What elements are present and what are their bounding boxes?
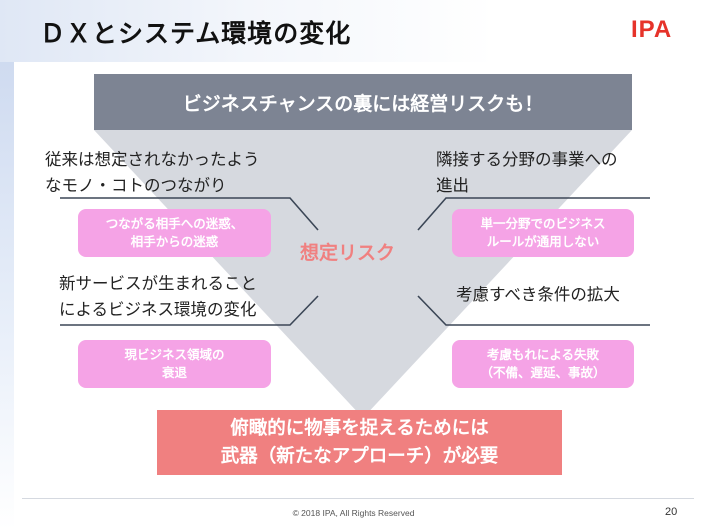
right-heading-2: 考慮すべき条件の拡大 xyxy=(456,285,620,304)
risk-box-right-2: 考慮もれによる失敗 （不備、遅延、事故） xyxy=(452,340,634,388)
right-heading-1-line2: 進出 xyxy=(436,176,469,195)
right-heading-1: 隣接する分野の事業への 進出 xyxy=(436,147,618,199)
slide-title: ＤＸとシステム環境の変化 xyxy=(40,19,352,48)
left-heading-1-line1: 従来は想定されなかったよう xyxy=(45,150,260,169)
left-heading-2-line1: 新サービスが生まれること xyxy=(59,274,257,293)
footer-divider xyxy=(22,498,694,499)
left-heading-1-line2: なモノ・コトのつながり xyxy=(45,176,227,195)
left-heading-2-line2: によるビジネス環境の変化 xyxy=(59,300,257,319)
page-number: 20 xyxy=(665,506,678,518)
risk-box-left-1: つながる相手への迷惑、 相手からの迷惑 xyxy=(78,209,271,257)
risk-right-2-line2: （不備、遅延、事故） xyxy=(480,365,606,380)
bottom-banner-line2: 武器（新たなアプローチ）が必要 xyxy=(220,445,499,467)
funnel-triangle xyxy=(94,130,632,418)
risk-left-1-line1: つながる相手への迷惑、 xyxy=(105,216,244,231)
risk-left-1-line2: 相手からの迷惑 xyxy=(130,234,219,249)
left-heading-1: 従来は想定されなかったよう なモノ・コトのつながり xyxy=(45,147,260,199)
connector-left-1 xyxy=(60,197,319,231)
risk-left-2-line1: 現ビジネス領域の xyxy=(124,347,225,362)
connector-left-2 xyxy=(60,295,319,326)
connector-right-1 xyxy=(417,197,650,231)
top-banner: ビジネスチャンスの裏には経営リスクも！ xyxy=(94,74,632,130)
copyright-notice: © 2018 IPA, All Rights Reserved xyxy=(292,508,415,518)
risk-right-1-line2: ルールが通用しない xyxy=(486,234,600,249)
risk-box-left-2: 現ビジネス領域の 衰退 xyxy=(78,340,271,388)
center-risk-label: 想定リスク xyxy=(300,242,396,264)
bottom-banner: 俯瞰的に物事を捉えるためには 武器（新たなアプローチ）が必要 xyxy=(157,410,562,475)
risk-right-1-line1: 単一分野でのビジネス xyxy=(480,216,606,231)
ipa-logo: IPA xyxy=(631,16,673,43)
bottom-banner-line1: 俯瞰的に物事を捉えるためには xyxy=(230,417,489,439)
right-heading-1-line1: 隣接する分野の事業への xyxy=(436,150,618,169)
title-band xyxy=(0,0,707,62)
connector-right-2 xyxy=(417,295,650,326)
side-accent-bar xyxy=(0,0,14,530)
risk-box-right-1: 単一分野でのビジネス ルールが通用しない xyxy=(452,209,634,257)
left-heading-2: 新サービスが生まれること によるビジネス環境の変化 xyxy=(59,271,257,323)
risk-right-2-line1: 考慮もれによる失敗 xyxy=(486,347,600,362)
risk-left-2-line2: 衰退 xyxy=(161,365,187,380)
